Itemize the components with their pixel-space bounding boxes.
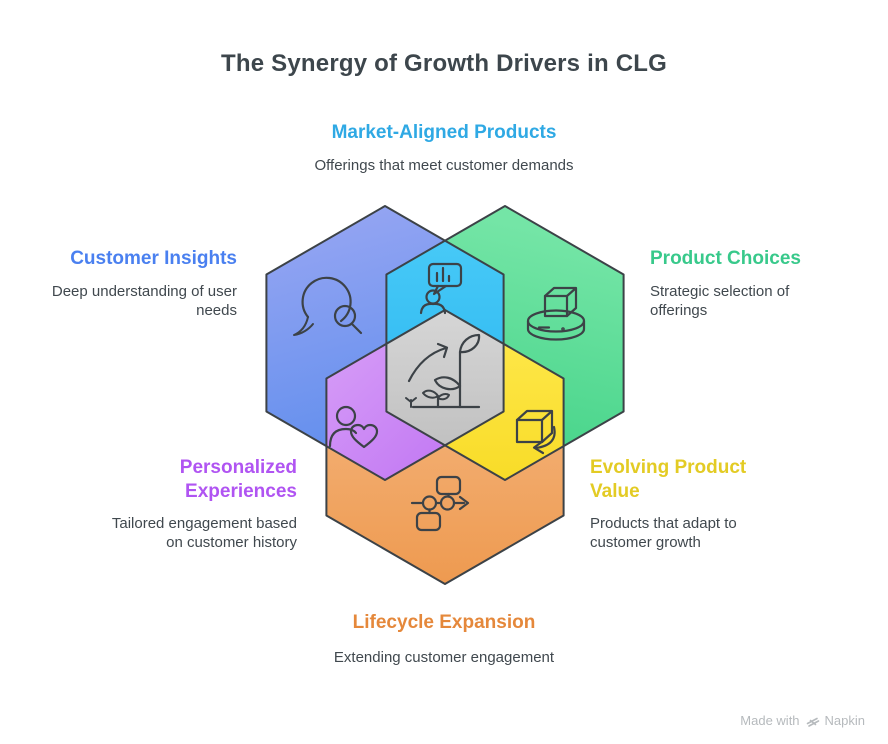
node-title: Product Choices bbox=[650, 248, 801, 269]
node-desc: Offerings that meet customer demands bbox=[314, 157, 574, 174]
chat-search-icon bbox=[293, 276, 363, 336]
node-title: Personalized Experiences bbox=[179, 457, 297, 502]
made-with-text: Made with bbox=[740, 713, 800, 728]
label-lifecycle-expansion: Lifecycle Expansion Extending customer e… bbox=[294, 611, 594, 668]
node-desc: Tailored engagement based on customer hi… bbox=[111, 515, 297, 551]
growth-plant-icon bbox=[405, 333, 481, 409]
flowchart-icon bbox=[410, 475, 470, 532]
label-customer-insights: Customer Insights Deep understanding of … bbox=[27, 247, 237, 320]
label-market-aligned-products: Market-Aligned Products Offerings that m… bbox=[294, 121, 594, 176]
node-title: Lifecycle Expansion bbox=[352, 612, 536, 633]
made-with-napkin: Made with Napkin bbox=[740, 713, 865, 728]
napkin-logo-icon bbox=[806, 717, 819, 727]
node-title: Customer Insights bbox=[70, 248, 237, 269]
node-title: Evolving Product Value bbox=[590, 457, 747, 502]
node-desc: Strategic selection of offerings bbox=[650, 283, 790, 319]
label-product-choices: Product Choices Strategic selection of o… bbox=[650, 247, 828, 320]
page-title: The Synergy of Growth Drivers in CLG bbox=[221, 50, 667, 77]
node-desc: Products that adapt to customer growth bbox=[590, 515, 737, 551]
outline-product-choices bbox=[385, 205, 625, 481]
node-desc: Deep understanding of user needs bbox=[51, 283, 237, 319]
node-desc: Extending customer engagement bbox=[333, 649, 555, 666]
label-personalized-experiences: Personalized Experiences Tailored engage… bbox=[97, 456, 297, 552]
brand-text: Napkin bbox=[824, 713, 865, 728]
label-evolving-product-value: Evolving Product Value Products that ada… bbox=[590, 456, 768, 552]
outline-customer-insights bbox=[265, 205, 505, 481]
box-on-platform-icon bbox=[526, 286, 586, 341]
outline-lifecycle-expansion bbox=[325, 309, 565, 585]
person-presentation-icon bbox=[419, 262, 463, 315]
cube-arrow-icon bbox=[515, 409, 556, 455]
person-heart-icon bbox=[328, 405, 379, 449]
node-title: Market-Aligned Products bbox=[331, 122, 557, 143]
